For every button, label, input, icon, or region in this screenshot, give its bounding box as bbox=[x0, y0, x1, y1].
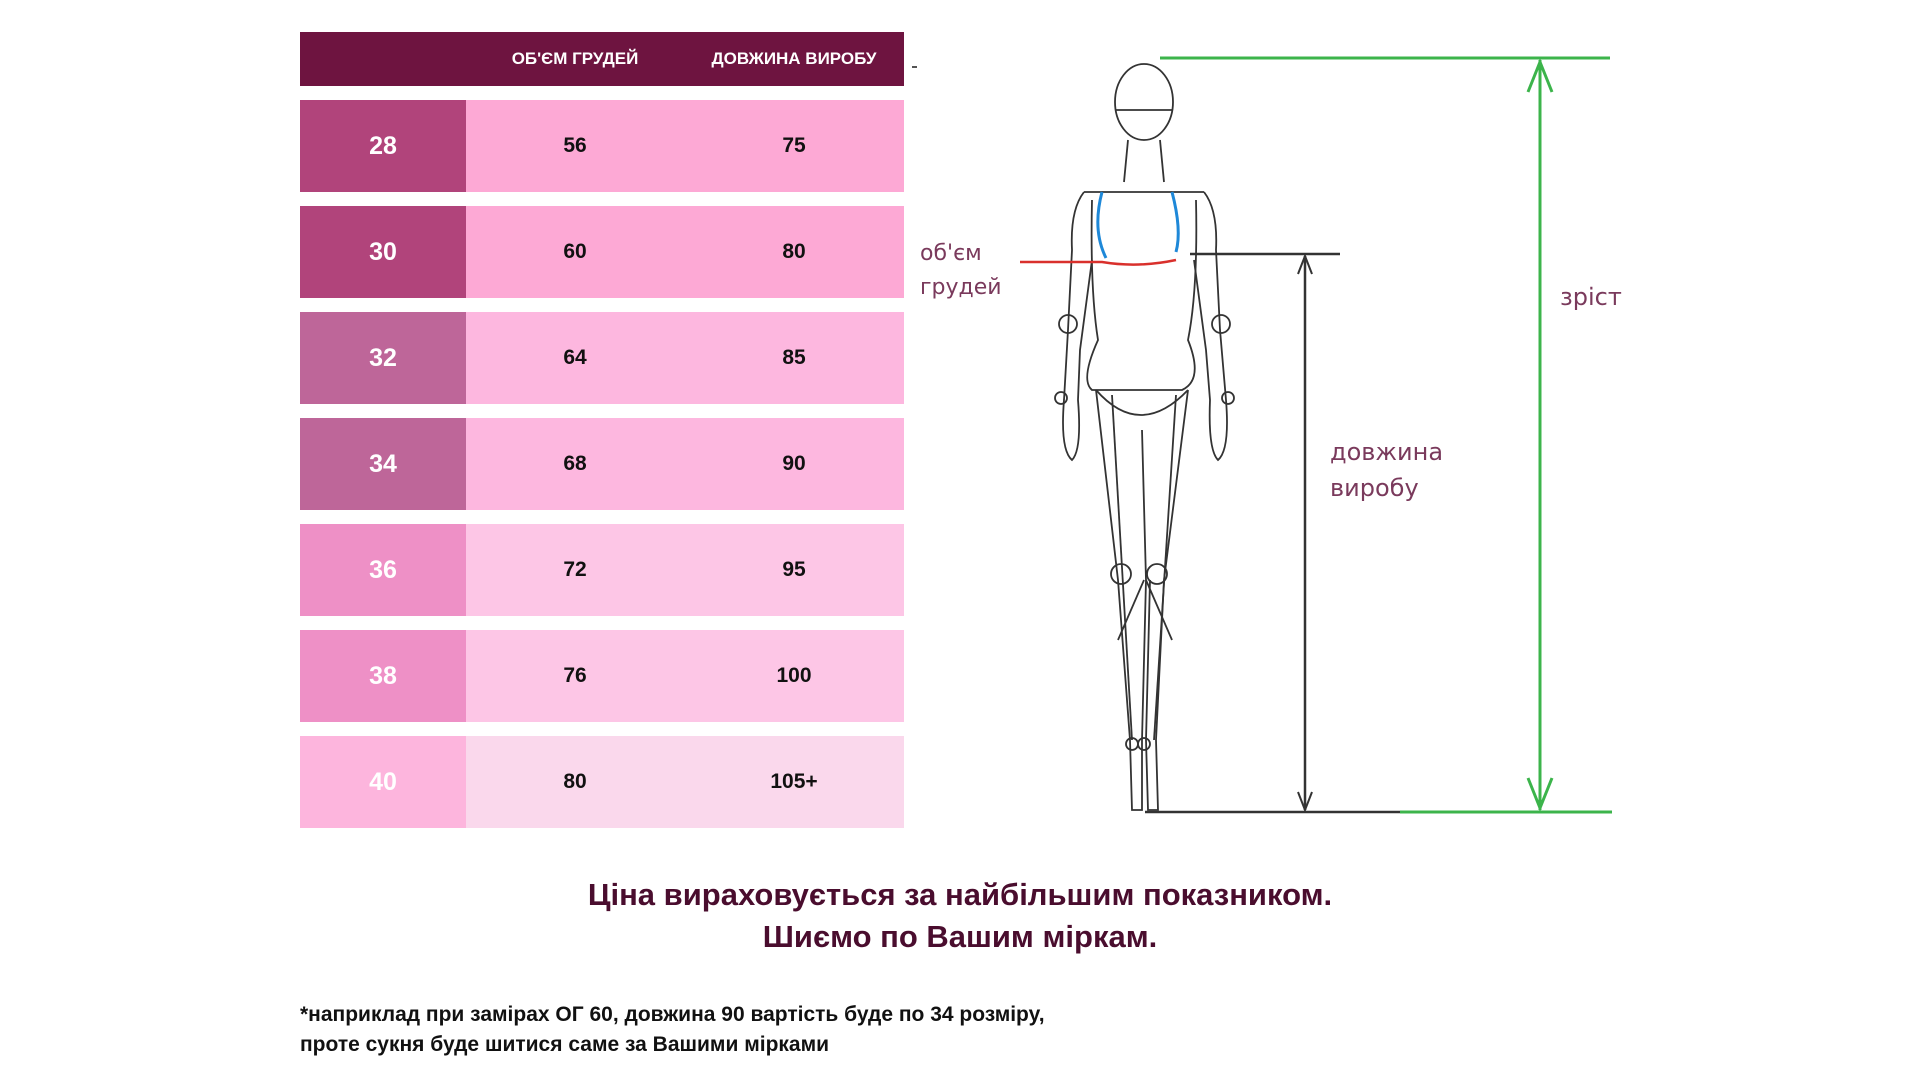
size-cell: 30 bbox=[300, 206, 466, 298]
length-value: 90 bbox=[782, 452, 806, 475]
header-bust: ОБ'ЄМ ГРУДЕЙ bbox=[511, 49, 639, 68]
length-value: 95 bbox=[782, 558, 806, 581]
table-row: 34 68 90 bbox=[300, 418, 904, 510]
table-header: ОБ'ЄМ ГРУДЕЙ ДОВЖИНА ВИРОБУ bbox=[300, 32, 904, 86]
size-cell: 28 bbox=[300, 100, 466, 192]
dash-mark bbox=[912, 66, 917, 68]
table-row: 32 64 85 bbox=[300, 312, 904, 404]
size-table: ОБ'ЄМ ГРУДЕЙ ДОВЖИНА ВИРОБУ 28 56 75 30 60 80… bbox=[300, 32, 904, 828]
footnote-line1: *наприклад при замірах ОГ 60, довжина 90… bbox=[300, 1003, 1045, 1026]
bust-value: 56 bbox=[563, 134, 587, 157]
length-value: 105+ bbox=[770, 770, 818, 793]
values-cell: 68 90 bbox=[466, 418, 904, 510]
header-length: ДОВЖИНА ВИРОБУ bbox=[711, 49, 877, 68]
table-row: 30 60 80 bbox=[300, 206, 904, 298]
values-cell: 60 80 bbox=[466, 206, 904, 298]
size-cell: 34 bbox=[300, 418, 466, 510]
values-cell: 64 85 bbox=[466, 312, 904, 404]
length-label-line1: довжина bbox=[1330, 438, 1443, 466]
length-value: 80 bbox=[782, 240, 806, 263]
price-note: Ціна вираховується за найбільшим показни… bbox=[300, 874, 1620, 958]
footnote: *наприклад при замірах ОГ 60, довжина 90… bbox=[300, 1000, 1200, 1060]
table-row: 28 56 75 bbox=[300, 100, 904, 192]
bust-value: 76 bbox=[563, 664, 587, 687]
values-cell: 76 100 bbox=[466, 630, 904, 722]
body-outline bbox=[1054, 63, 1235, 811]
size-cell: 40 bbox=[300, 736, 466, 828]
table-row: 36 72 95 bbox=[300, 524, 904, 616]
values-cell: 80 105+ bbox=[466, 736, 904, 828]
values-cell: 72 95 bbox=[466, 524, 904, 616]
bust-value: 80 bbox=[563, 770, 587, 793]
bust-value: 72 bbox=[563, 558, 587, 581]
bust-label-line1: об'єм bbox=[920, 241, 982, 266]
size-cell: 36 bbox=[300, 524, 466, 616]
footnote-line2: проте сукня буде шитися саме за Вашими м… bbox=[300, 1033, 830, 1056]
bust-value: 60 bbox=[563, 240, 587, 263]
price-note-line1: Ціна вираховується за найбільшим показни… bbox=[587, 877, 1333, 912]
length-value: 100 bbox=[776, 664, 812, 687]
length-measure bbox=[1145, 252, 1400, 814]
measurement-figure: об'єм грудей довжина виробу зріст bbox=[920, 56, 1622, 814]
length-value: 75 bbox=[782, 134, 806, 157]
price-note-line2: Шиємо по Вашим міркам. bbox=[762, 919, 1158, 954]
size-cell: 32 bbox=[300, 312, 466, 404]
length-value: 85 bbox=[782, 346, 806, 369]
bust-label-line2: грудей bbox=[920, 275, 1002, 300]
bust-value: 64 bbox=[563, 346, 587, 369]
bust-value: 68 bbox=[563, 452, 587, 475]
shoulder-marks bbox=[1096, 191, 1180, 259]
height-measure bbox=[1160, 56, 1612, 814]
height-label: зріст bbox=[1560, 283, 1622, 311]
table-row: 38 76 100 bbox=[300, 630, 904, 722]
length-label-line2: виробу bbox=[1330, 474, 1419, 502]
size-cell: 38 bbox=[300, 630, 466, 722]
table-row: 40 80 105+ bbox=[300, 736, 904, 828]
values-cell: 56 75 bbox=[466, 100, 904, 192]
bust-line bbox=[1020, 258, 1177, 266]
